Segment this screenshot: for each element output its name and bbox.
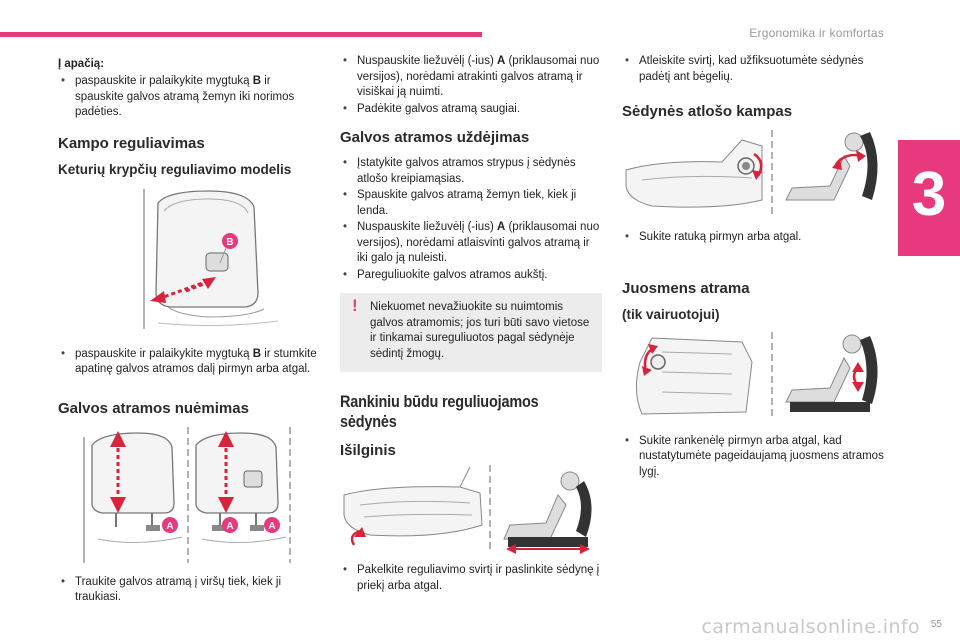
longitudinal-step: Pakelkite reguliavimo svirtį ir paslinki…: [340, 563, 602, 594]
section-title: Ergonomika ir komfortas: [749, 26, 884, 40]
label-a-3: A: [268, 521, 275, 532]
fit-step-4: Pareguliuokite galvos atramos aukštį.: [340, 268, 602, 284]
seat-lever-illustration: [343, 465, 592, 554]
lowering-heading: Į apačią:: [58, 58, 105, 70]
chapter-tab[interactable]: 3: [898, 140, 960, 256]
fit-step-1: Įstatykite galvos atramos strypus į sėdy…: [340, 156, 602, 187]
headrest-b-illustration: B: [143, 188, 279, 329]
fitting-title: Galvos atramos uždėjimas: [340, 129, 530, 146]
watermark: carmanualsonline.info: [701, 616, 920, 638]
backrest-title: Sėdynės atlošo kampas: [622, 103, 793, 120]
column-1: Į apačią: paspauskite ir palaikykite myg…: [58, 54, 320, 607]
removal-title: Galvos atramos nuėmimas: [58, 399, 249, 417]
four-way-title: Keturių krypčių reguliavimo modelis: [58, 161, 292, 177]
warning-text: Niekuomet nevažiuokite su nuimtomis galv…: [370, 301, 590, 360]
lumbar-step: Sukite rankenėlę pirmyn arba atgal, kad …: [622, 434, 884, 481]
label-a-1: A: [166, 521, 173, 532]
manual-seats-title: Rankiniu būdu reguliuojamos sėdynės: [340, 392, 539, 431]
seat-backrest-wheel-illustration: [625, 130, 878, 218]
longitudinal-title: Išilginis: [340, 442, 396, 459]
column-3: Atleiskite svirtį, kad užfiksuotumėte sė…: [622, 54, 884, 481]
backrest-step: Sukite ratuką pirmyn arba atgal.: [622, 230, 884, 246]
label-b-badge: [222, 232, 238, 249]
label-a-2: A: [226, 521, 233, 532]
page-number: 55: [930, 619, 942, 630]
label-b: B: [226, 237, 233, 248]
press-tab-step: Nuspauskite liežuvėlį (-ius) A (priklaus…: [340, 54, 602, 101]
fit-step-3: Nuspauskite liežuvėlį (-ius) A (priklaus…: [340, 220, 602, 267]
store-step: Padėkite galvos atramą saugiai.: [340, 102, 602, 118]
lumbar-subtitle: (tik vairuotojui): [622, 306, 720, 322]
release-step: Atleiskite svirtį, kad užfiksuotumėte sė…: [622, 54, 884, 85]
header-accent-bar: [0, 32, 482, 37]
angle-adjust-title: Kampo reguliavimas: [58, 134, 205, 152]
seat-lumbar-knob-illustration: [636, 331, 878, 420]
column-2: Nuspauskite liežuvėlį (-ius) A (priklaus…: [340, 54, 602, 595]
angle-step: paspauskite ir palaikykite mygtuką B ir …: [58, 347, 320, 378]
headrest-removal-illustration: A A A: [83, 426, 291, 563]
removal-step: Traukite galvos atramą į viršų tiek, kie…: [58, 575, 320, 606]
warning-box: ! Niekuomet nevažiuokite su nuimtomis ga…: [340, 293, 602, 372]
lowering-step: paspauskite ir palaikykite mygtuką B ir …: [58, 74, 320, 121]
warning-icon: !: [352, 296, 358, 315]
fit-step-2: Spauskite galvos atramą žemyn tiek, kiek…: [340, 188, 602, 219]
chapter-number: 3: [911, 160, 947, 229]
lumbar-title: Juosmens atrama: [622, 279, 750, 297]
